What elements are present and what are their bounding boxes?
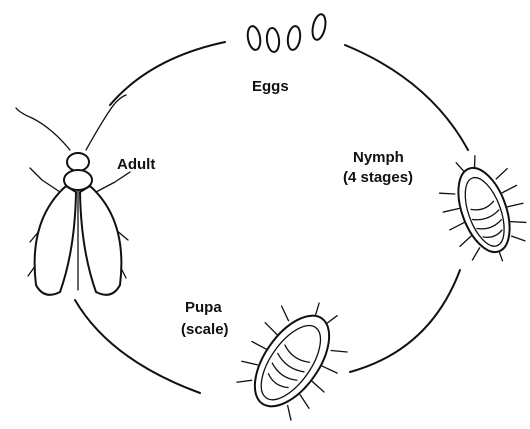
adult-illustration	[16, 95, 130, 295]
pupa-label-line1: Pupa	[185, 298, 222, 317]
cycle-arc-eggs-to-nymph	[345, 45, 468, 150]
nymph-illustration	[429, 146, 530, 274]
egg-4	[310, 13, 327, 41]
nymph-label-line2: (4 stages)	[343, 168, 413, 187]
cycle-arc-adult-to-eggs	[110, 42, 225, 105]
pupa-illustration	[226, 284, 364, 429]
cycle-arc-pupa-to-adult	[75, 300, 200, 393]
eggs-illustration	[246, 13, 328, 53]
cycle-arc-nymph-to-pupa	[350, 270, 460, 372]
pupa-label-line2: (scale)	[181, 320, 229, 339]
nymph-label-line1: Nymph	[353, 148, 404, 167]
egg-1	[246, 25, 262, 51]
adult-label: Adult	[117, 155, 155, 174]
egg-3	[286, 25, 301, 50]
eggs-label: Eggs	[252, 77, 289, 96]
egg-2	[266, 27, 280, 52]
